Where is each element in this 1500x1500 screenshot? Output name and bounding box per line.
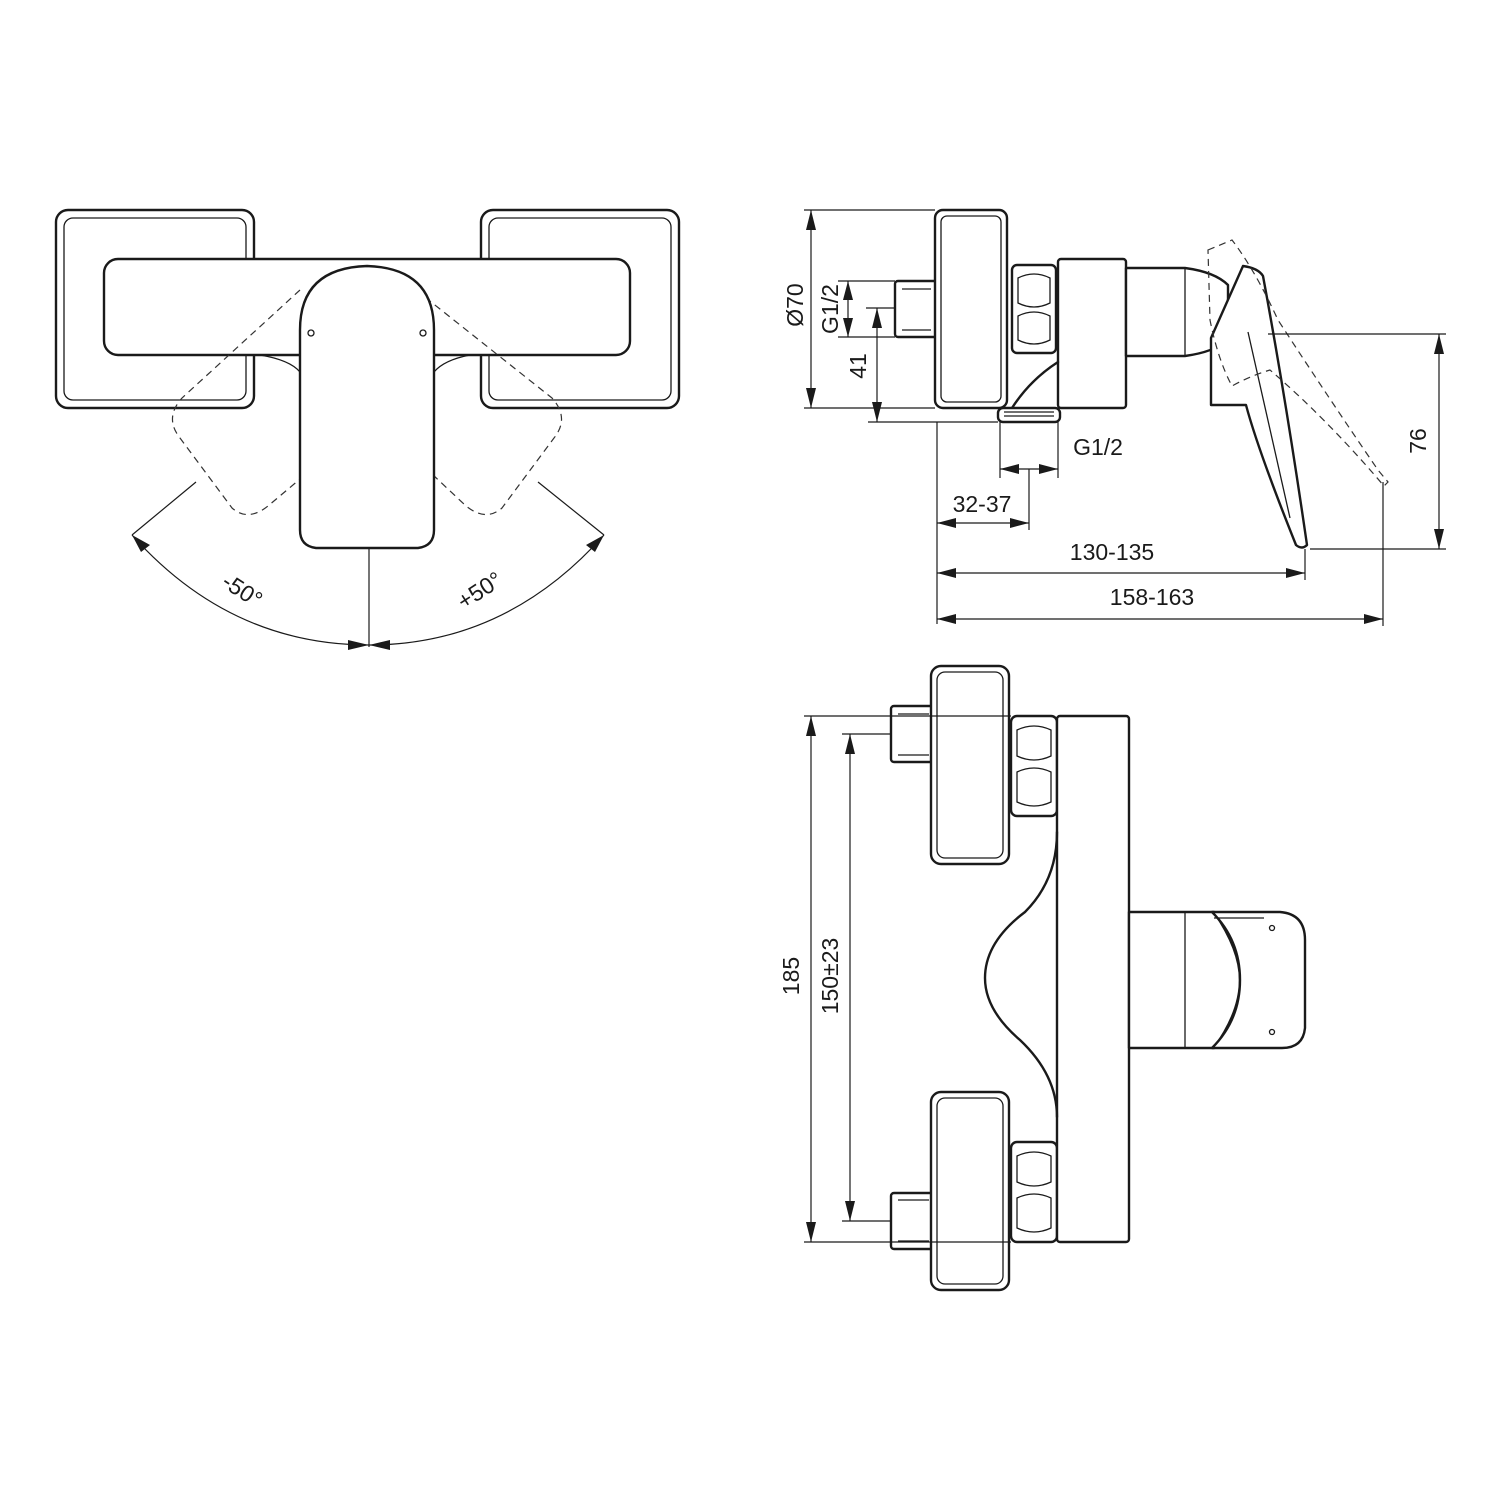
lower-wall-flange xyxy=(929,1090,1011,1292)
mixer-body-side xyxy=(1056,257,1128,410)
upper-hex-nut xyxy=(1009,714,1059,818)
top-view: -50° +50° xyxy=(54,208,681,650)
height-185-label: 185 xyxy=(778,957,804,995)
angle-right-label: +50° xyxy=(452,566,507,614)
lever-handle-top xyxy=(298,264,436,550)
length-130-135-label: 130-135 xyxy=(1070,539,1154,565)
diameter-label: Ø70 xyxy=(782,283,808,326)
lever-front xyxy=(1210,910,1307,1050)
upper-inlet-stub xyxy=(889,704,937,764)
front-view: 185 150±23 xyxy=(778,664,1307,1292)
spacing-150-label: 150±23 xyxy=(817,938,843,1015)
lever-side xyxy=(1209,264,1309,549)
hex-nut-side xyxy=(1010,263,1058,355)
lower-hex-nut xyxy=(1009,1140,1059,1244)
lower-inlet-stub xyxy=(889,1191,937,1251)
mixer-body-front xyxy=(1055,714,1131,1244)
handle-rotation-ghost-right xyxy=(415,289,563,516)
handle-rotation-ghost-left xyxy=(171,289,307,516)
inlet-thread-label: G1/2 xyxy=(817,284,843,334)
upper-wall-flange xyxy=(929,664,1011,866)
body-curve-profile xyxy=(983,830,1059,1119)
outlet-thread-side xyxy=(996,406,1062,424)
height-76-label: 76 xyxy=(1405,428,1431,454)
outlet-thread-label: G1/2 xyxy=(1073,434,1123,460)
wall-flange-side xyxy=(933,208,1009,410)
angle-left-label: -50° xyxy=(217,568,267,613)
length-32-37-label: 32-37 xyxy=(953,491,1012,517)
side-view: Ø70 G1/2 41 G1/2 32-37 130-135 xyxy=(782,208,1446,626)
length-158-163-label: 158-163 xyxy=(1110,584,1194,610)
lever-rotation-ghost xyxy=(1207,239,1389,487)
offset-41-label: 41 xyxy=(845,353,871,379)
